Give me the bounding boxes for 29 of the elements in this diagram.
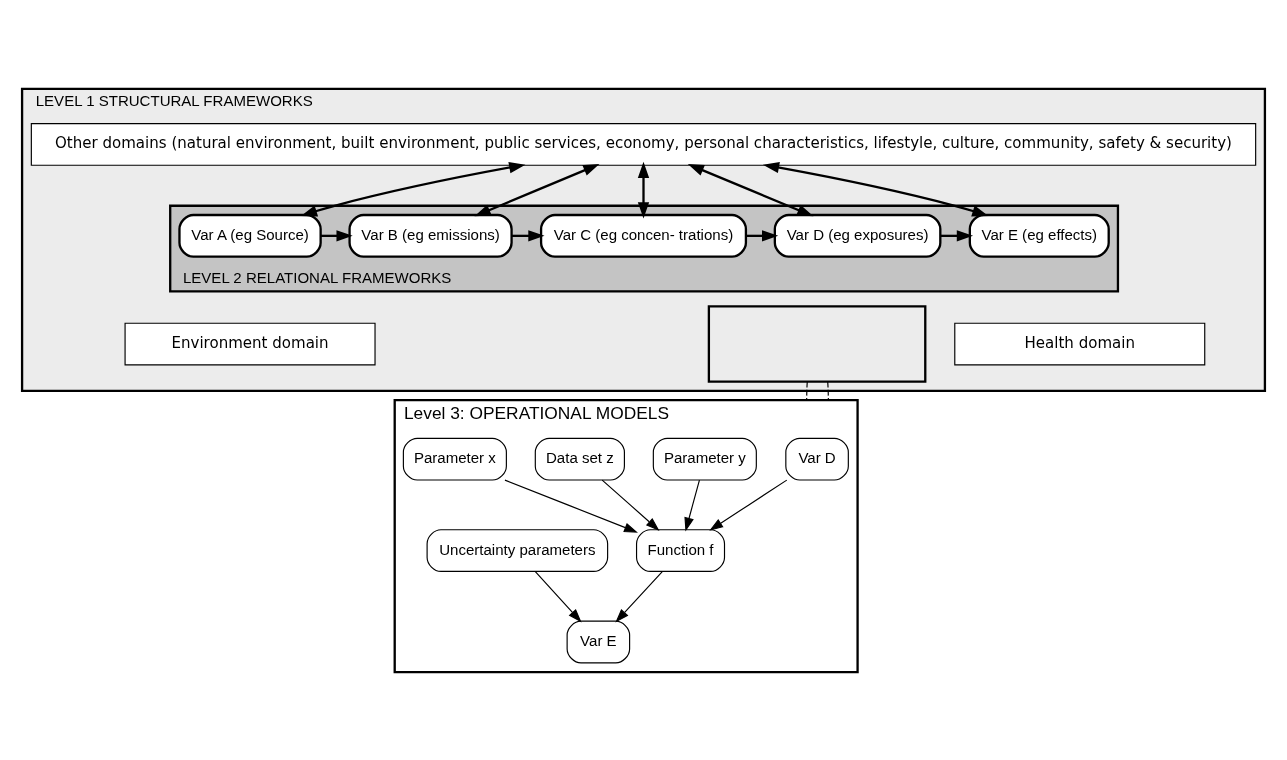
node-box: Health domain xyxy=(954,322,1206,365)
arrow xyxy=(300,161,526,216)
node-box: Var E (eg effects) xyxy=(968,213,1110,258)
node-box: Other domains (natural environment, built environment, public services, economy, personal characteristics, lifestyle, culture, community, safety & security) xyxy=(30,122,1257,166)
node-box: Var D xyxy=(785,437,849,481)
node-box: Parameter y xyxy=(652,437,757,481)
connector xyxy=(827,380,829,401)
arrow xyxy=(637,161,650,218)
node-box xyxy=(707,304,927,383)
node-box: Var B (eg emissions) xyxy=(348,213,513,258)
node-box: Data set z xyxy=(534,437,625,481)
arrow xyxy=(684,479,701,531)
arrow xyxy=(709,479,788,531)
arrow xyxy=(601,479,660,531)
connector xyxy=(806,380,808,401)
arrow xyxy=(762,161,989,216)
arrow xyxy=(687,163,814,216)
node-box: Var D (eg exposures) xyxy=(773,213,942,258)
arrow xyxy=(504,479,638,533)
node-box: Parameter x xyxy=(402,437,507,481)
arrow xyxy=(534,570,582,622)
node-box: Var A (eg Source) xyxy=(178,213,322,258)
node-box: Uncertainty parameters xyxy=(426,528,609,572)
node-box: Var E xyxy=(566,620,631,663)
arrow xyxy=(474,163,600,216)
node-box: Environment domain xyxy=(124,322,376,365)
arrow xyxy=(615,570,663,622)
node-box: Function f xyxy=(635,528,726,572)
node-box: Var C (eg concen- trations) xyxy=(539,213,748,258)
